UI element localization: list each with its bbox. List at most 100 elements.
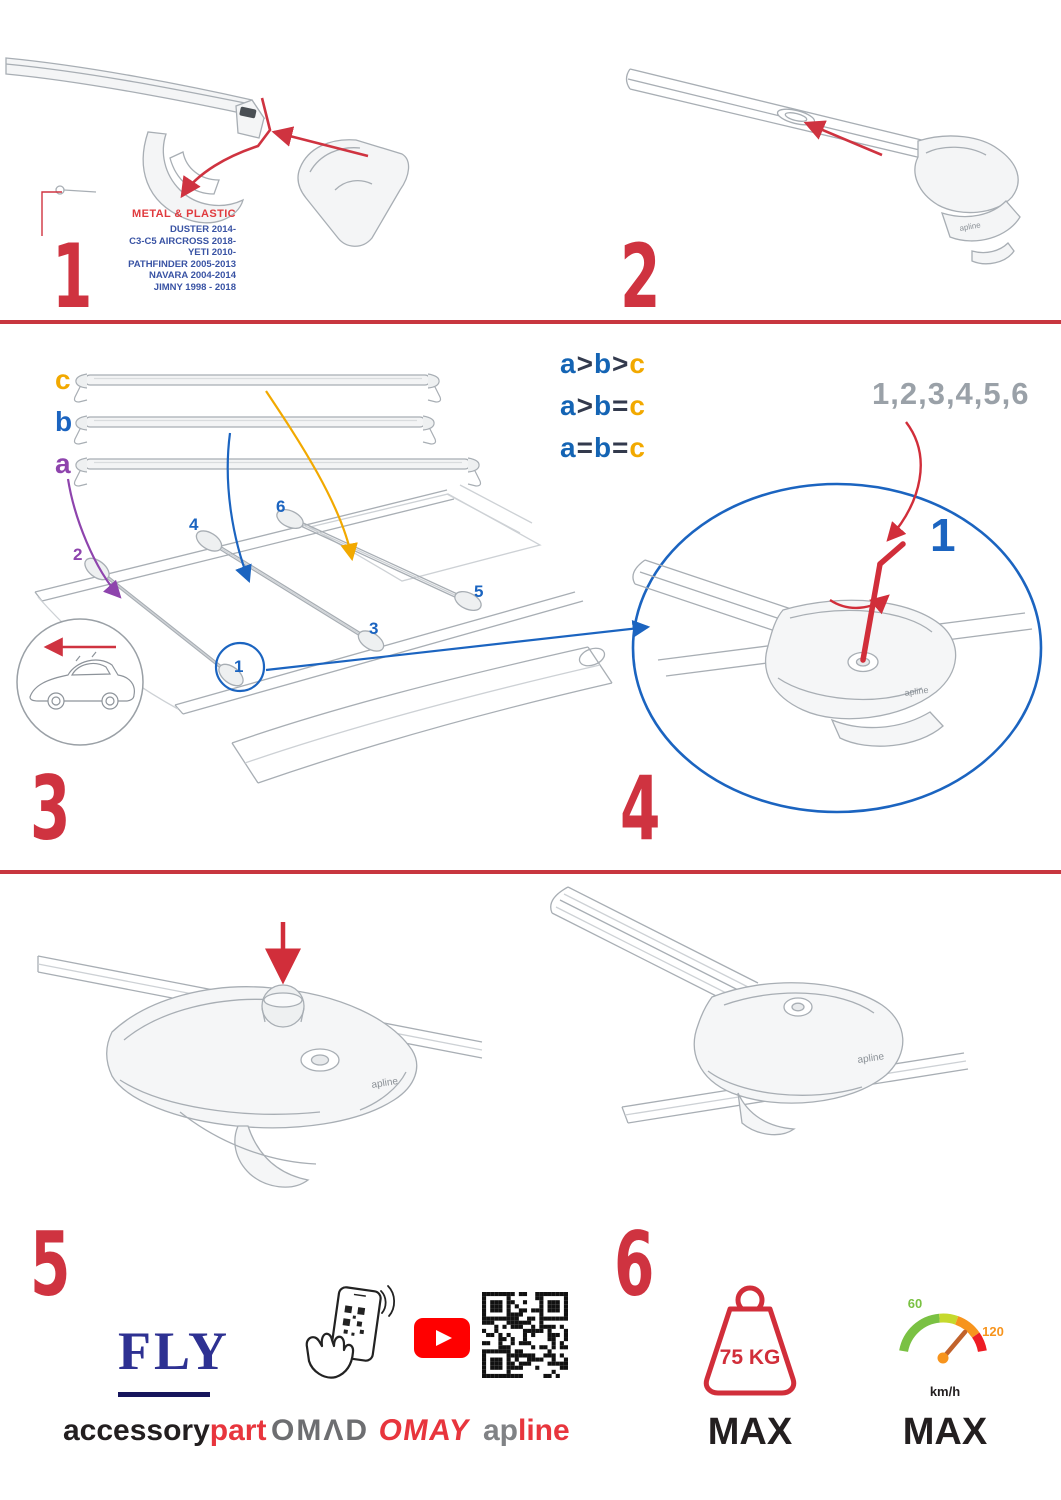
roof-mounting-drawing xyxy=(16,390,651,784)
sequence-arrow xyxy=(886,421,922,542)
car-direction-inset xyxy=(16,618,144,746)
position-number-1: 1 xyxy=(234,657,244,676)
position-1-callout: 1 xyxy=(930,509,956,561)
bar-c-art xyxy=(73,373,442,403)
step-6-number: 6 xyxy=(614,1213,655,1316)
speed-unit-label: km/h xyxy=(930,1384,960,1399)
brand-plate xyxy=(239,106,257,119)
clamp-art xyxy=(693,982,904,1136)
leader-curves xyxy=(66,390,358,599)
step-5-number: 5 xyxy=(30,1213,71,1316)
bar-end-art xyxy=(5,57,410,247)
step-3-number: 3 xyxy=(30,757,71,860)
zoom-link-arrow xyxy=(265,619,651,672)
rule-op: = xyxy=(612,432,630,463)
hand xyxy=(305,1332,355,1379)
red-assembly-arrows xyxy=(180,97,369,199)
rule-term: b xyxy=(593,348,613,379)
speed-high-label: 120 xyxy=(982,1324,1004,1339)
compatible-models-list: DUSTER 2014- C3-C5 AIRCROSS 2018- YETI 2… xyxy=(98,224,236,293)
model-entry: C3-C5 AIRCROSS 2018- xyxy=(129,235,236,247)
bar-art xyxy=(550,886,759,1010)
section-divider xyxy=(0,870,1061,874)
rule-op: > xyxy=(576,348,594,379)
size-rule-2: a>b=c xyxy=(560,392,646,420)
position-number-5: 5 xyxy=(474,582,484,601)
rule-term: b xyxy=(593,432,613,463)
gauge-needle xyxy=(940,1329,968,1361)
size-rule-1: a>b>c xyxy=(560,350,646,378)
bar-b-art xyxy=(73,415,437,445)
part-text: part xyxy=(209,1414,267,1447)
bar-profile-art xyxy=(625,68,943,162)
bar-a-art xyxy=(73,457,482,487)
position-number-4: 4 xyxy=(189,515,199,534)
model-entry: JIMNY 1998 - 2018 xyxy=(153,281,236,293)
rule-op: = xyxy=(612,390,630,421)
model-entry: NAVARA 2004-2014 xyxy=(149,270,236,281)
product-logo-text: apline xyxy=(857,1051,885,1066)
clamp-detail-art xyxy=(632,559,1033,747)
step2-bar-drawing: apline xyxy=(625,68,1021,265)
position-1-highlight-circle xyxy=(214,641,266,693)
material-label: METAL & PLASTIC xyxy=(132,208,236,220)
fly-underline xyxy=(118,1392,210,1397)
rule-term: a xyxy=(560,390,577,421)
size-rule-3: a=b=c xyxy=(560,434,646,462)
zoom-detail-drawing: apline xyxy=(631,421,1043,814)
position-number-2: 2 xyxy=(73,545,83,564)
callout-leader-line xyxy=(41,191,62,236)
rule-term: b xyxy=(593,390,613,421)
gauge-arcs xyxy=(899,1313,987,1353)
windshield-art xyxy=(231,646,613,784)
rule-term: c xyxy=(629,348,646,379)
weight-value: 75 KG xyxy=(720,1346,781,1369)
rotation-arrow xyxy=(829,594,890,615)
scan-phone-icon xyxy=(305,1285,396,1379)
position-number-3: 3 xyxy=(369,619,379,638)
model-entry: PATHFINDER 2005-2013 xyxy=(128,258,236,270)
max-speed-icon: 60 120 km/h xyxy=(899,1296,1004,1399)
accessory-text: accessory xyxy=(63,1414,210,1447)
accessorypart-logo: accessorypart xyxy=(63,1414,266,1447)
tightening-sequence: 1,2,3,4,5,6 xyxy=(872,376,1030,411)
step-4-number: 4 xyxy=(620,757,661,860)
crossbars-drawing xyxy=(73,373,482,487)
position-number-6: 6 xyxy=(276,497,286,516)
fly-logo: FLY xyxy=(118,1321,231,1381)
product-logo-text: apline xyxy=(959,220,982,233)
max-weight-icon: 75 KG xyxy=(703,1285,797,1396)
mounted-bars-art xyxy=(84,508,482,687)
knob-press-drawing: apline xyxy=(37,922,483,1188)
bar-label-b: b xyxy=(55,406,73,437)
red-insert-arrow xyxy=(803,120,883,157)
model-entry: DUSTER 2014- xyxy=(170,224,236,235)
clamp-art xyxy=(106,984,418,1188)
omad-logo: OMΛD xyxy=(271,1414,369,1447)
step1-clamp-drawing xyxy=(5,57,410,247)
model-entry: YETI 2010- xyxy=(187,247,236,258)
rule-term: c xyxy=(629,390,646,421)
speed-max-label: MAX xyxy=(902,1411,988,1453)
ap-text: ap xyxy=(483,1414,519,1447)
mounted-clamp-drawing: apline xyxy=(550,886,969,1136)
section-divider xyxy=(0,320,1061,324)
foot-art xyxy=(914,135,1021,265)
apline-logo: apline xyxy=(483,1414,570,1447)
line-text: line xyxy=(518,1414,570,1447)
bar-label-c: c xyxy=(55,364,71,395)
rule-op: > xyxy=(576,390,594,421)
speed-low-label: 60 xyxy=(908,1296,922,1311)
qr-code xyxy=(482,1292,568,1378)
step-1-number: 1 xyxy=(52,225,93,328)
product-logo-text: apline xyxy=(904,685,929,698)
zoom-circle xyxy=(631,482,1043,814)
gauge-hub xyxy=(937,1352,949,1364)
rule-term: a xyxy=(560,348,577,379)
rule-term: a xyxy=(560,432,577,463)
omay-logo: OMAY xyxy=(376,1414,473,1447)
rule-term: c xyxy=(629,432,646,463)
youtube-icon xyxy=(414,1318,470,1358)
bar-label-a: a xyxy=(55,448,71,479)
